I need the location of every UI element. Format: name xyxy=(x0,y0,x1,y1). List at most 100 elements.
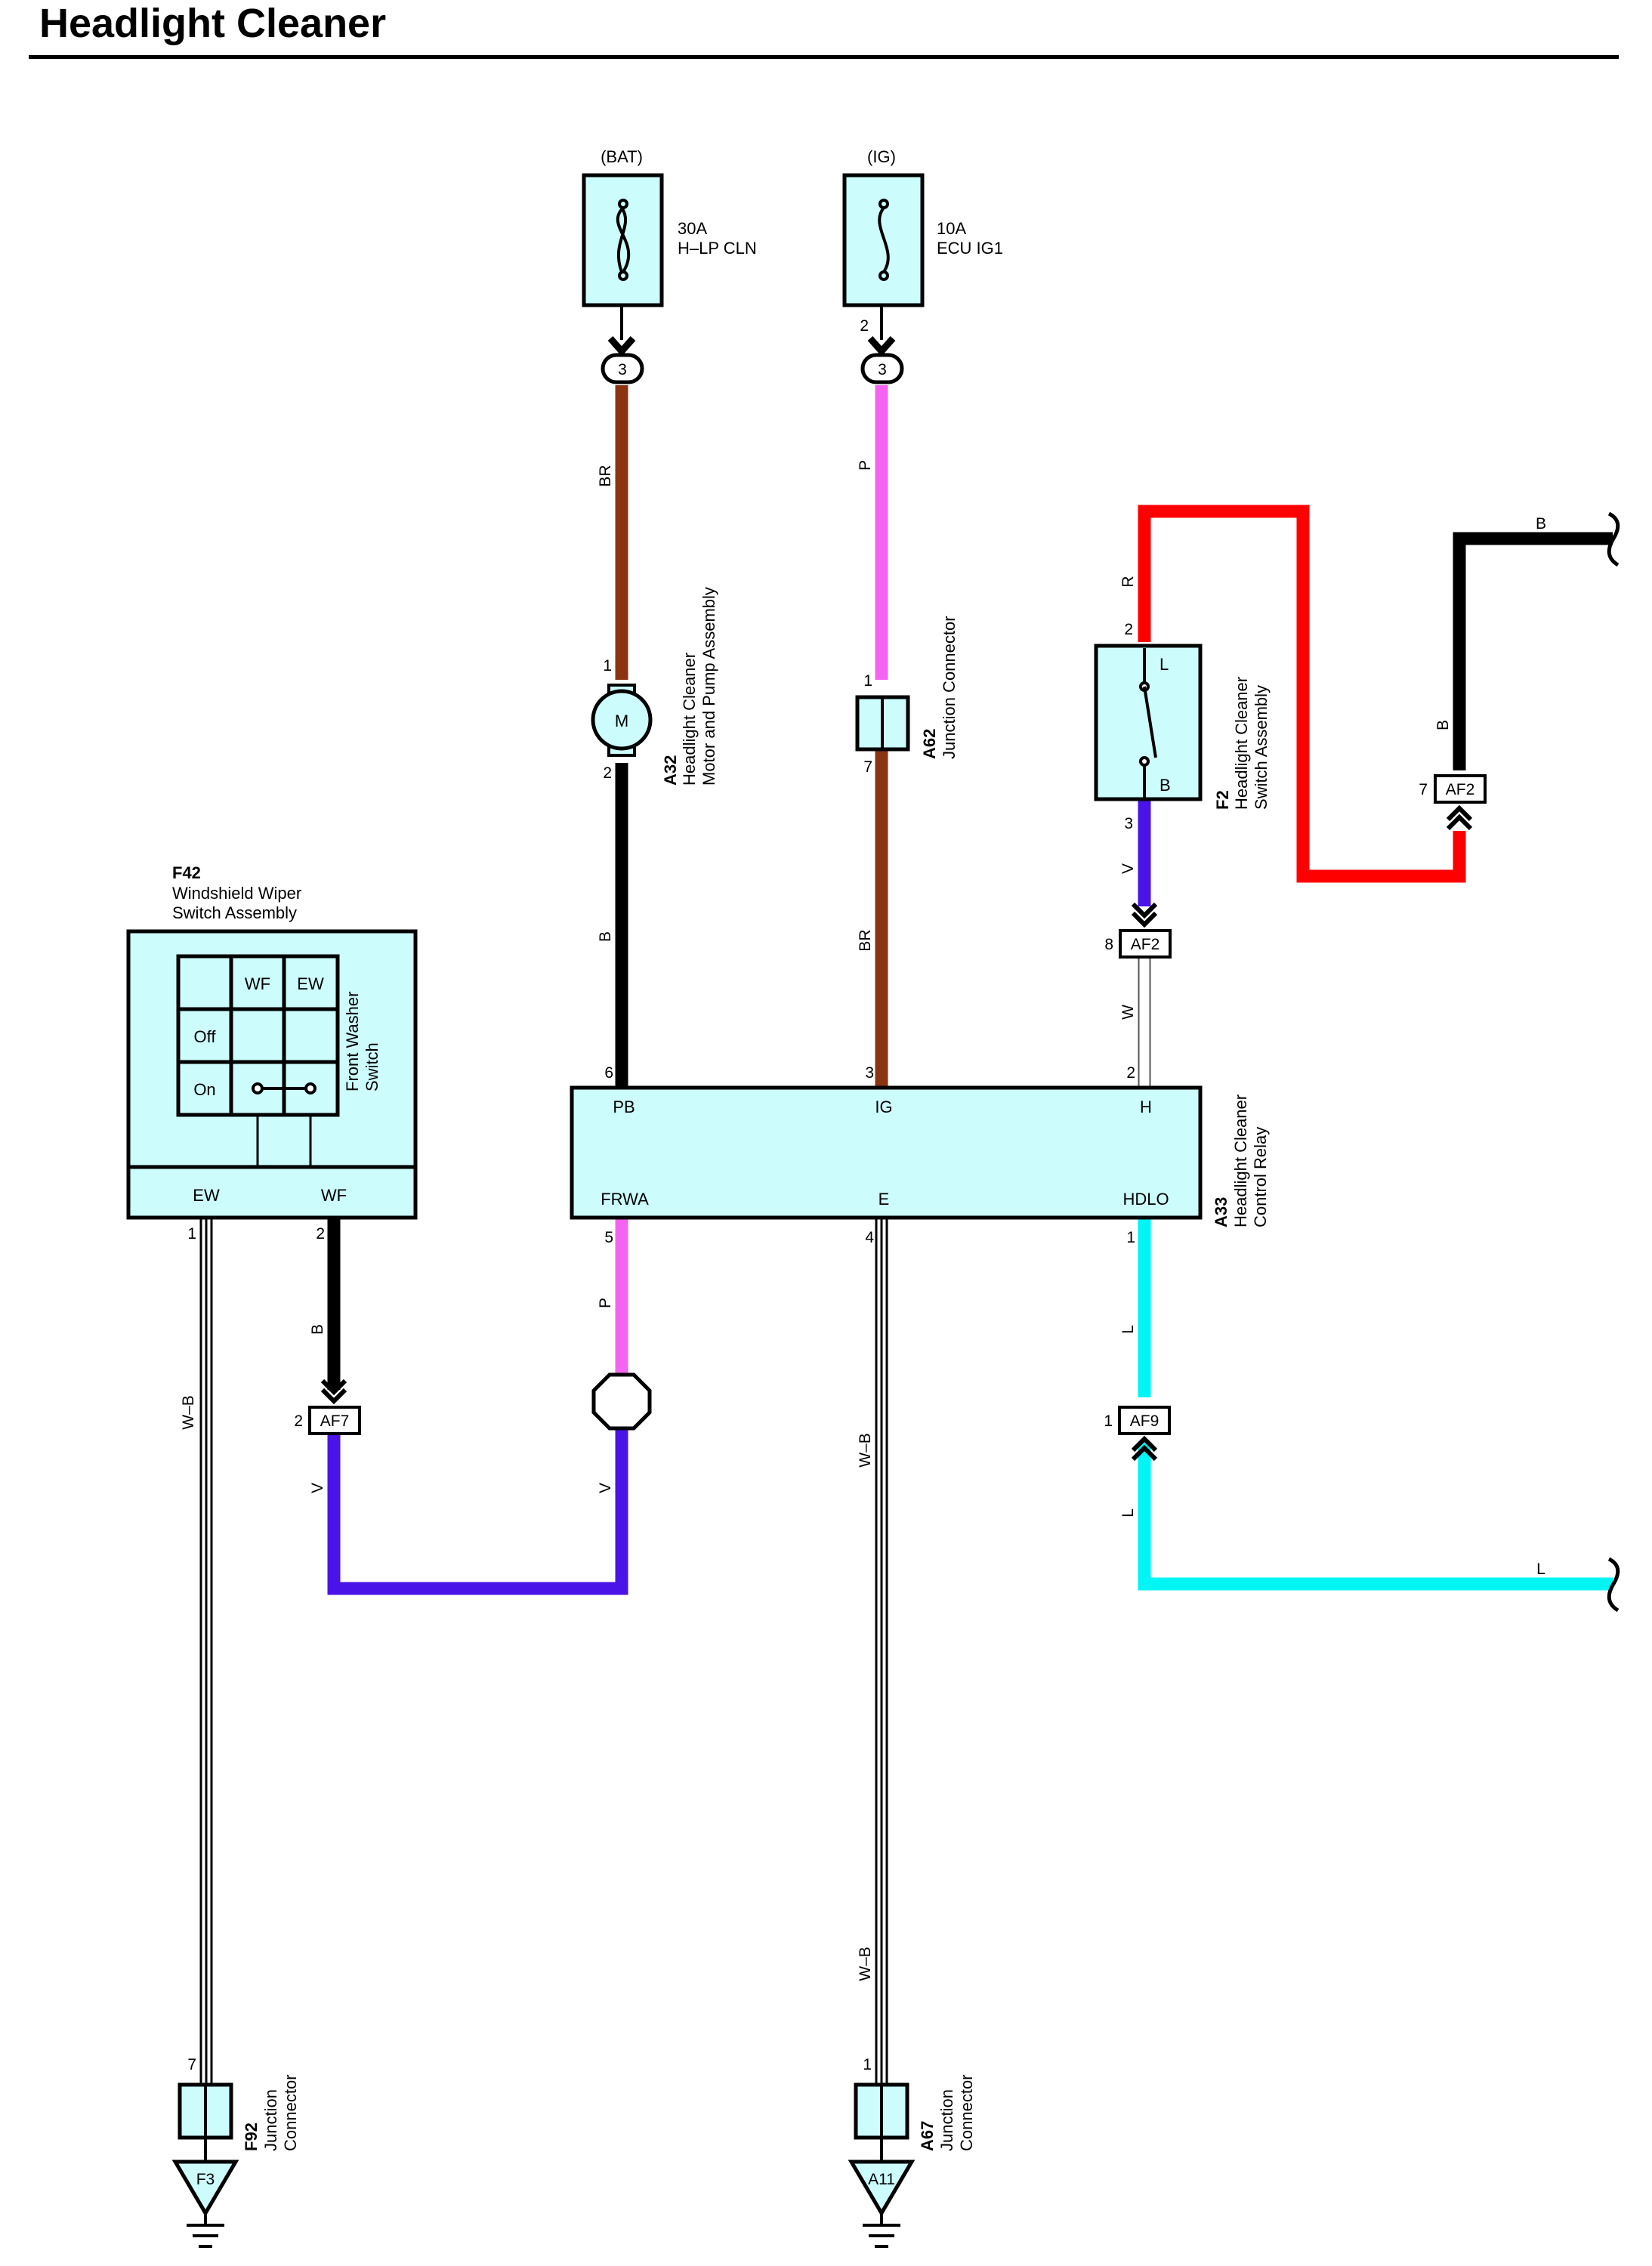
f42-table xyxy=(176,954,340,1167)
af2-mid-box xyxy=(1119,929,1172,959)
fuse1-pin: 3 xyxy=(618,361,627,378)
f42-on-contact xyxy=(252,1082,317,1094)
af2-top-pin: 7 xyxy=(1419,781,1428,798)
a33-pin-5: 5 xyxy=(604,1229,613,1246)
f42-box xyxy=(126,929,418,1220)
wire-label-b-top: B xyxy=(1536,515,1546,533)
page-title: Headlight Cleaner xyxy=(39,1,387,46)
f42-row2: On xyxy=(193,1080,215,1099)
f2-pin-bottom: 3 xyxy=(1124,815,1133,832)
a67-code: A67 xyxy=(918,2121,937,2151)
a33-term-e: E xyxy=(878,1190,890,1209)
wire-label-b-a32: B xyxy=(597,931,614,942)
f92-pin: 7 xyxy=(187,2056,196,2073)
af2-top-label: AF2 xyxy=(1446,781,1475,798)
a32-pin-top: 1 xyxy=(603,657,612,675)
f42-pin-right: 2 xyxy=(316,1225,325,1243)
wire-r xyxy=(1138,505,1466,883)
a33-pin-2: 2 xyxy=(1126,1064,1135,1082)
f2-pin-top: 2 xyxy=(1124,621,1133,638)
f42-term-left: EW xyxy=(193,1186,220,1205)
f92-ground-label: F3 xyxy=(196,2171,215,2188)
fuse2-arrow xyxy=(867,336,896,357)
f42-term-right: WF xyxy=(321,1186,347,1205)
a33-pin-1: 1 xyxy=(1126,1229,1135,1246)
fuse2-pin: 3 xyxy=(878,361,887,378)
f92-ground-triangle xyxy=(171,2159,239,2217)
a32-line2: Motor and Pump Assembly xyxy=(699,587,718,786)
continuation-mark-b xyxy=(1607,511,1620,567)
af2-mid-pin: 8 xyxy=(1104,936,1113,953)
f42-code: F42 xyxy=(172,863,201,882)
f42-pin-left: 1 xyxy=(187,1225,196,1243)
f42-col1: WF xyxy=(245,974,270,993)
af2-top-arrow xyxy=(1446,804,1473,831)
fuse1-pin-oval xyxy=(601,353,644,384)
a32-code: A32 xyxy=(661,755,680,786)
wire-label-l1: L xyxy=(1119,1325,1137,1334)
wire-label-p2: P xyxy=(597,1298,614,1308)
wire-label-v1: V xyxy=(1119,863,1137,874)
fuse2-rating: 10A xyxy=(937,219,966,238)
a67-ground-label: A11 xyxy=(868,2171,895,2188)
wire-label-w1: W xyxy=(1119,1005,1137,1020)
f2-switch-symbol xyxy=(1139,648,1157,799)
f92-code: F92 xyxy=(242,2122,261,2151)
wire-label-l3: L xyxy=(1536,1561,1545,1578)
af2-mid-label: AF2 xyxy=(1131,936,1160,953)
wire-label-b-f2: B xyxy=(1434,720,1452,730)
fuse2-name: ECU IG1 xyxy=(937,239,1003,258)
a33-term-frwa: FRWA xyxy=(601,1190,649,1209)
f2-contact-top: L xyxy=(1159,655,1169,674)
fuse1-name: H–LP CLN xyxy=(678,239,757,258)
wire-label-v3: V xyxy=(597,1483,614,1493)
a33-line2: Control Relay xyxy=(1251,1127,1270,1227)
a33-pin-3: 3 xyxy=(865,1064,874,1082)
fuse1-symbol xyxy=(616,199,631,281)
a62-line1: Junction Connector xyxy=(940,616,959,759)
fuse2-pin-top: 2 xyxy=(860,317,869,335)
f42-line1: Windshield Wiper xyxy=(172,884,301,903)
a33-pin-6: 6 xyxy=(604,1064,613,1082)
fuse1-box xyxy=(582,173,664,307)
wire-label-wb3: W–B xyxy=(857,1946,874,1981)
af7-pin: 2 xyxy=(294,1412,303,1430)
wire-label-wb1: W–B xyxy=(180,1395,197,1430)
fuse2-pin-oval xyxy=(860,353,904,384)
a62-code: A62 xyxy=(920,729,939,759)
a62-pin-bottom: 7 xyxy=(863,758,872,776)
fuse1-arrow xyxy=(607,336,636,357)
af7-arrow xyxy=(320,1378,347,1405)
a32-motor-symbol: M xyxy=(615,712,628,730)
a33-term-hdlo: HDLO xyxy=(1122,1190,1169,1209)
splice-octagon xyxy=(591,1372,652,1431)
f42-side1: Front Washer xyxy=(343,992,362,1091)
wire-v-af7-splice xyxy=(327,1420,628,1595)
f42-col2: EW xyxy=(297,974,324,993)
f2-box xyxy=(1094,644,1203,801)
fuse2-symbol xyxy=(878,199,890,281)
f92-line2: Connector xyxy=(281,2074,300,2151)
af9-box xyxy=(1118,1406,1171,1435)
wire-b-top xyxy=(1453,532,1613,770)
a67-line2: Connector xyxy=(957,2074,976,2151)
wire-l-af9-right xyxy=(1138,1443,1613,1591)
a33-term-ig: IG xyxy=(875,1097,892,1116)
a33-term-h: H xyxy=(1140,1097,1152,1116)
wire-label-wb2: W–B xyxy=(857,1433,874,1468)
wire-label-p1: P xyxy=(857,460,874,471)
af2-mid-arrow xyxy=(1131,902,1158,928)
wires xyxy=(199,385,1613,2085)
a33-box xyxy=(570,1085,1203,1220)
f42-row1: Off xyxy=(194,1027,217,1046)
title-rule xyxy=(29,55,1619,59)
continuation-mark-l xyxy=(1607,1557,1620,1613)
f2-line1: Headlight Cleaner xyxy=(1232,677,1251,810)
fuse1-rating: 30A xyxy=(678,219,707,238)
a32-pin-bottom: 2 xyxy=(603,764,612,782)
a67-ground-triangle xyxy=(848,2159,916,2217)
f42-line2: Switch Assembly xyxy=(172,903,297,922)
f2-code: F2 xyxy=(1213,790,1232,810)
